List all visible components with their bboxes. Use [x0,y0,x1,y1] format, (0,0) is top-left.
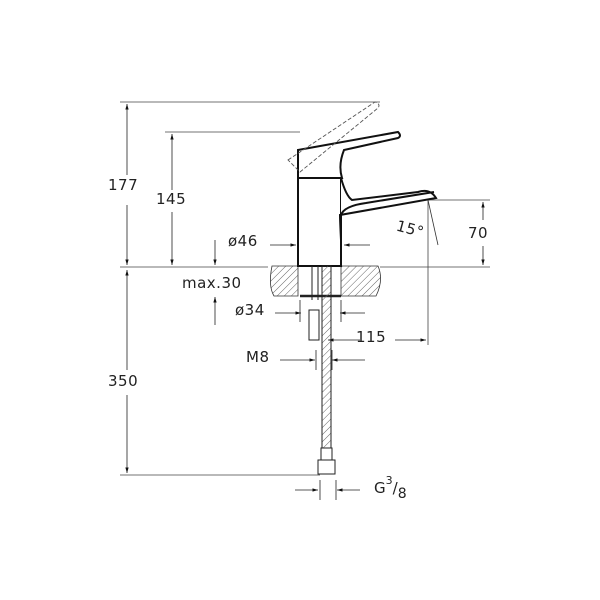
dim-stud-thread: M8 [246,348,270,366]
dim-body-diameter: ø46 [228,232,258,250]
lever-raised-outline [287,101,380,173]
dim-total-height: 177 [108,176,139,194]
dim-counter-thickness: max.30 [182,274,242,292]
extension-lines [120,101,490,476]
thread-den: 8 [397,486,407,502]
dim-spout-height: 70 [468,224,489,242]
dim-shank-diameter: ø34 [235,301,265,319]
underside-parts [300,265,341,475]
spout-angle-line [427,199,439,246]
dim-hose-length: 350 [108,372,139,390]
thread-letter: G [374,479,386,497]
dim-connection-thread: G3/8 [374,474,407,502]
counter-left [270,265,299,297]
faucet-body [297,130,438,267]
thread-num: 3 [385,474,393,487]
dimension-lines [125,104,485,500]
dim-spout-top-height: 145 [156,190,187,208]
counter-right [340,265,381,297]
dim-spout-projection: 115 [356,328,387,346]
